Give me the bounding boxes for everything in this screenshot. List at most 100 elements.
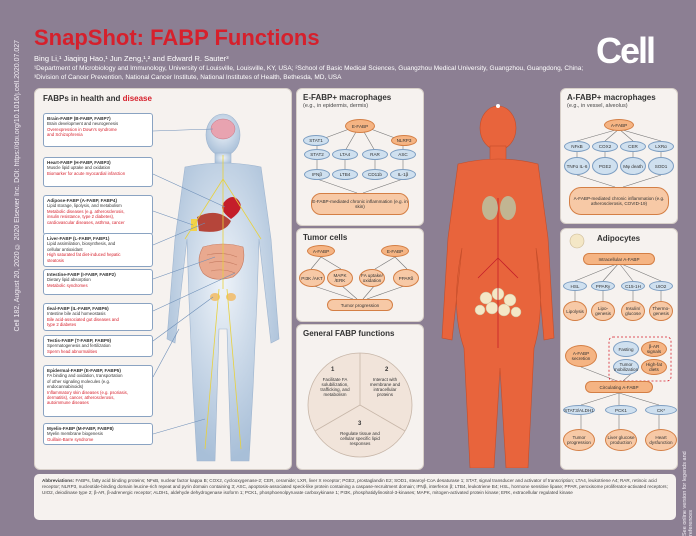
fabp-box-name: Ileal-FABP (IL-FABP, FABP6) — [47, 306, 109, 311]
adipo-r3-1: PCK1 — [605, 405, 637, 415]
afabp-center-node: A-FABP — [604, 119, 634, 131]
efabp-r1-0: STAT2 — [304, 149, 330, 160]
fabp-box-disease: Overexpression in Down's syndrome — [47, 126, 117, 132]
efabp-result: E-FABP-mediated chronic inflammation (e.… — [311, 193, 409, 215]
fabp-box-name: Intestine-FABP (I-FABP, FABP2) — [47, 272, 116, 277]
adipo-r2-2: Insulin/ glucose — [621, 301, 645, 321]
general-1-number: 1 — [331, 367, 335, 373]
female-body-figure — [441, 104, 555, 468]
adipo-r2-3: Thermo- genesis — [649, 301, 673, 321]
general-title: General FABP functions — [303, 329, 395, 338]
adipo-stimulus-2: Tumor mobilization — [613, 359, 639, 375]
fabp-box-8: Myelin-FABP (M-FABP, FABP8)Myelin membra… — [43, 423, 153, 445]
fabp-box-disease: Metabolic diseases (e.g. atherosclerosis… — [47, 208, 125, 214]
afabp-r2-2: Mφ death — [620, 157, 646, 175]
lung-organ — [482, 196, 498, 220]
journal-citation: Cell 182, August 20, 2020 © 2020 Elsevie… — [14, 40, 21, 332]
fabp-box-0: Brain-FABP (B-FABP, FABP7)Brain developm… — [43, 113, 153, 147]
tumor-target-1: MAPK /ERK — [327, 269, 353, 287]
fabp-box-function: endocannabinoids) — [47, 384, 84, 390]
adipo-stimulus-1: β-AR signals — [641, 341, 667, 357]
efabp-r2-2: CD11b — [362, 169, 388, 180]
adipo-circulating-node: Circulating A-FABP — [585, 381, 653, 393]
general-3-text: Regulate tissue and cellular specific li… — [340, 431, 380, 446]
afabp-subtitle: (e.g., in vessel, alveolus) — [567, 103, 628, 109]
efabp-r2-3: IL-1β — [390, 169, 416, 180]
fabp-box-function: FA binding and oxidation, transportation — [47, 373, 123, 379]
liver-organ — [197, 212, 231, 232]
fabp-box-disease: Sperm head abnormalities — [47, 348, 98, 354]
male-body-figure — [152, 113, 280, 462]
tumor-target-2: FA uptake/ oxidation — [359, 269, 385, 287]
fabp-box-4: Intestine-FABP (I-FABP, FABP2)Dietary li… — [43, 269, 153, 295]
efabp-title: E-FABP+ macrophages — [303, 93, 392, 102]
fabp-box-disease: autoimmune diseases — [47, 400, 89, 406]
fabp-box-6: Testis-FABP (T-FABP, FABP9)Spermatogenes… — [43, 335, 153, 357]
fabp-box-name: Myelin-FABP (M-FABP, FABP8) — [47, 426, 114, 431]
fabp-box-disease: High saturated fat diet-induced hepatic — [47, 252, 121, 258]
stat1-node: STAT1 — [303, 135, 329, 146]
fabp-box-function: Muscle lipid uptake and oxidation — [47, 165, 111, 171]
fabp-box-function: of other signaling molecules (e.g. — [47, 378, 111, 384]
efabp-r1-1: LTA4 — [332, 149, 358, 160]
efabp-subtitle: (e.g., in epidermis, dermis) — [303, 103, 369, 109]
afabp-r1-0: NFκB — [564, 141, 590, 152]
adipocytes-title: Adipocytes — [597, 234, 641, 243]
adipo-r2-1: Lipo- genesis — [591, 301, 615, 321]
fabp-box-disease: Bile acid-associated gut diseases and — [47, 316, 119, 322]
afabp-result: A-FABP-mediated chronic inflammation (e.… — [569, 187, 669, 215]
fabp-box-7: Epidermal-FABP (E-FABP, FABP5)FA binding… — [43, 365, 153, 417]
tumor-efabp-node: E-FABP — [381, 245, 409, 257]
testis-organ — [210, 293, 220, 301]
fabp-box-disease: insulin resistance, type 2 diabetes), — [47, 214, 115, 220]
fabp-box-name: Brain-FABP (B-FABP, FABP7) — [47, 116, 111, 121]
adipo-outcome-2: Heart dysfunction — [645, 429, 677, 451]
afabp-r2-3: SOD1 — [648, 157, 674, 175]
fabp-box-function: Lipid storage, lipolysis, and metabolism — [47, 203, 122, 209]
fabp-box-function: cellular antioxidant — [47, 246, 83, 252]
adipo-outcome-0: Tumor progression — [563, 429, 595, 451]
fabp-box-disease: Biomarker for acute myocardial infarctio… — [47, 170, 126, 176]
affiliations: ¹Department of Microbiology and Immunolo… — [34, 65, 584, 81]
general-pie — [307, 352, 413, 458]
afabp-title: A-FABP+ macrophages — [567, 93, 656, 102]
heart-organ — [222, 197, 241, 219]
afabp-arrows — [576, 128, 662, 188]
fabp-box-disease: steatosis — [47, 257, 64, 263]
fabp-box-function: Spermatogenesis and fertilization — [47, 343, 111, 349]
fabp-box-disease: cardiovascular diseases, asthma, cancer — [47, 219, 125, 225]
fabp-box-1: Heart-FABP (H-FABP, FABP3)Muscle lipid u… — [43, 157, 153, 187]
efabp-center-node: E-FABP — [345, 119, 375, 133]
adipo-r1-3: UIO2 — [649, 281, 673, 291]
fabp-box-disease: type 2 diabetes — [47, 322, 77, 328]
afabp-r1-2: CER — [620, 141, 646, 152]
tumor-target-3: PPARδ — [393, 269, 419, 287]
general-2-number: 2 — [385, 367, 389, 373]
fabp-box-disease: dermatitis), cancer, atherosclerosis, — [47, 395, 115, 401]
adipo-intracellular-node: Intracellular A-FABP — [583, 253, 655, 265]
brain-organ — [210, 118, 236, 140]
fabp-box-function: Brain development and neurogenesis — [47, 121, 119, 127]
fabp-box-5: Ileal-FABP (IL-FABP, FABP6)Intestine bil… — [43, 303, 153, 331]
tumor-result: Tumor progression — [327, 299, 393, 311]
nerve-lines — [184, 155, 262, 450]
fabp-box-3: Liver-FABP (L-FABP, FABP1)Lipid assimila… — [43, 233, 153, 267]
tumor-arrows — [310, 256, 408, 300]
adipo-stimulus-0: Fasting — [613, 341, 639, 357]
efabp-r2-1: LTB4 — [332, 169, 358, 180]
adipo-outcome-1: Liver glucose production — [605, 429, 637, 451]
general-panel: General FABP functions 1 Facilitate FA s… — [296, 324, 424, 470]
afabp-r1-1: COX2 — [592, 141, 618, 152]
adipo-r3-2: CK* — [645, 405, 677, 415]
efabp-r2-0: IFNβ — [304, 169, 330, 180]
tumor-afabp-node: A-FABP — [307, 245, 335, 257]
adipo-r2-0: Lipolysis — [563, 301, 587, 321]
fabp-box-name: Testis-FABP (T-FABP, FABP9) — [47, 338, 112, 343]
fabp-box-function: Dietary lipid absorption — [47, 277, 91, 283]
afabp-r2-1: PGE2 — [592, 157, 618, 175]
authors: Bing Li,¹ Jiaqing Hao,¹ Jun Zeng,¹,² and… — [34, 54, 229, 63]
fabp-box-name: Epidermal-FABP (E-FABP, FABP5) — [47, 368, 121, 373]
